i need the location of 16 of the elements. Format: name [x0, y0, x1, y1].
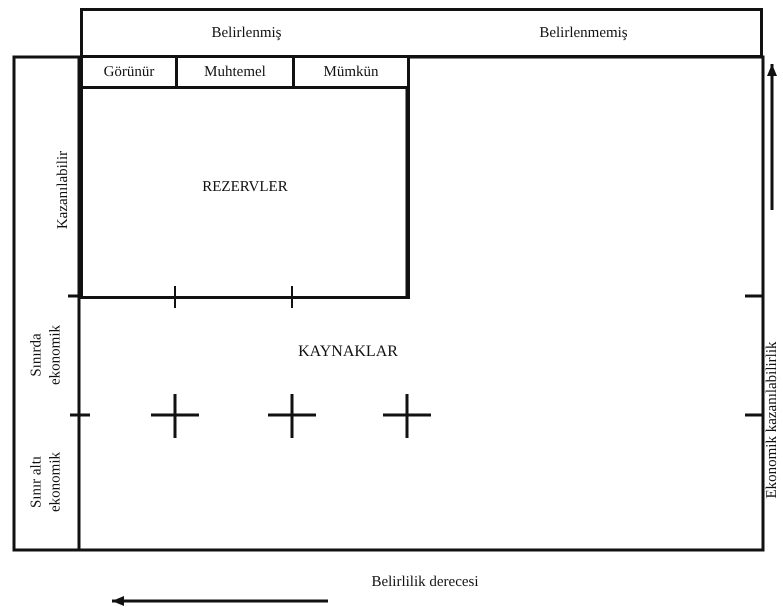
region-label: REZERVLER: [202, 179, 288, 196]
column-label: Mümkün: [323, 64, 378, 80]
axis-label: Belirlilik derecesi: [370, 573, 480, 592]
row-label: Kazanılabilir: [54, 150, 72, 232]
header-cell: [80, 8, 410, 58]
reserves-box: [80, 86, 410, 299]
subheader-cell: [292, 55, 410, 89]
region-label: KAYNAKLAR: [297, 342, 399, 362]
column-label: Muhtemel: [204, 64, 266, 80]
row-label: Sınır altı ekonomik: [27, 451, 64, 514]
axis-label: Ekonomik kazanılabilirlik: [763, 340, 781, 501]
column-label: Belirlenmemiş: [539, 24, 628, 42]
row-label: Sınırda ekonomik: [27, 324, 64, 387]
column-label: Belirlenmiş: [212, 24, 282, 42]
column-label: Görünür: [104, 64, 154, 80]
header-cell: [407, 8, 763, 58]
